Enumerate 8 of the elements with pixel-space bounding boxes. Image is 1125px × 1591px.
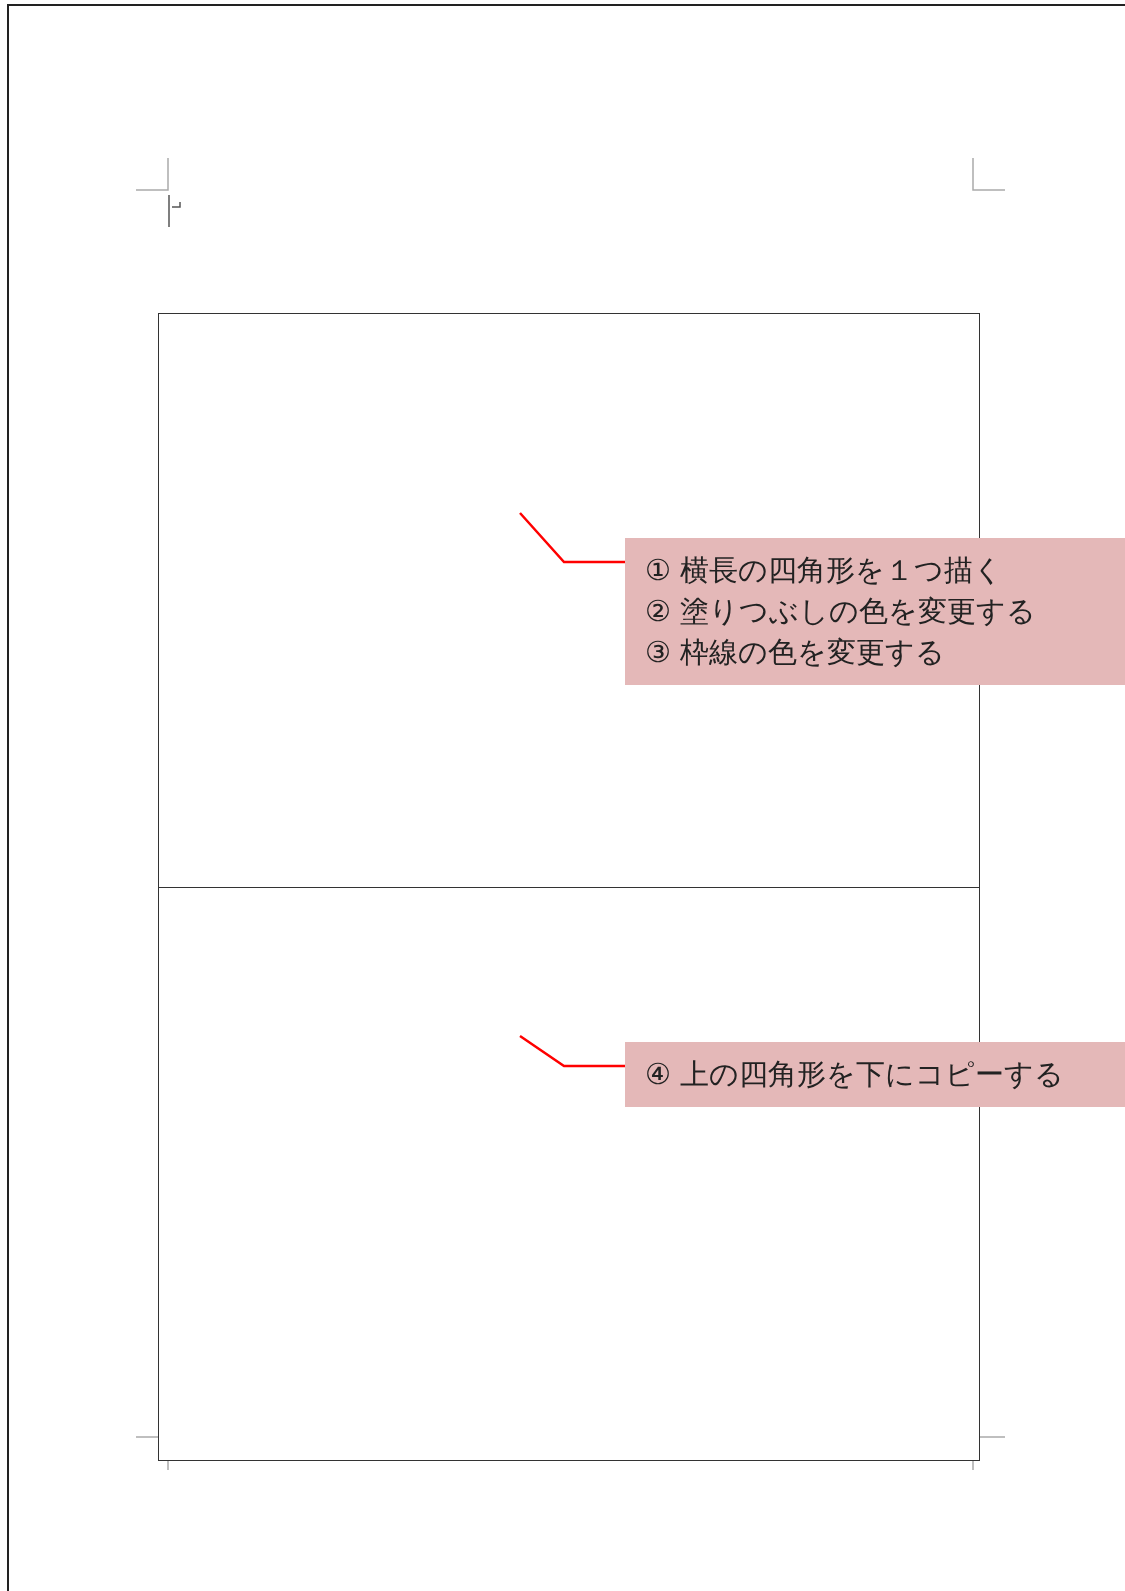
callout-box xyxy=(625,538,1125,685)
leader-line xyxy=(519,1034,625,1068)
leader-line xyxy=(519,512,625,564)
instruction-text: ④ 上の四角形を下にコピーする xyxy=(645,1056,1066,1093)
instruction-text: ② 塗りつぶしの色を変更する xyxy=(645,593,1038,630)
instruction-text: ① 横長の四角形を１つ描く xyxy=(645,552,1005,589)
callout-box xyxy=(625,1042,1125,1107)
instruction-text: ③ 枠線の色を変更する xyxy=(645,634,947,671)
